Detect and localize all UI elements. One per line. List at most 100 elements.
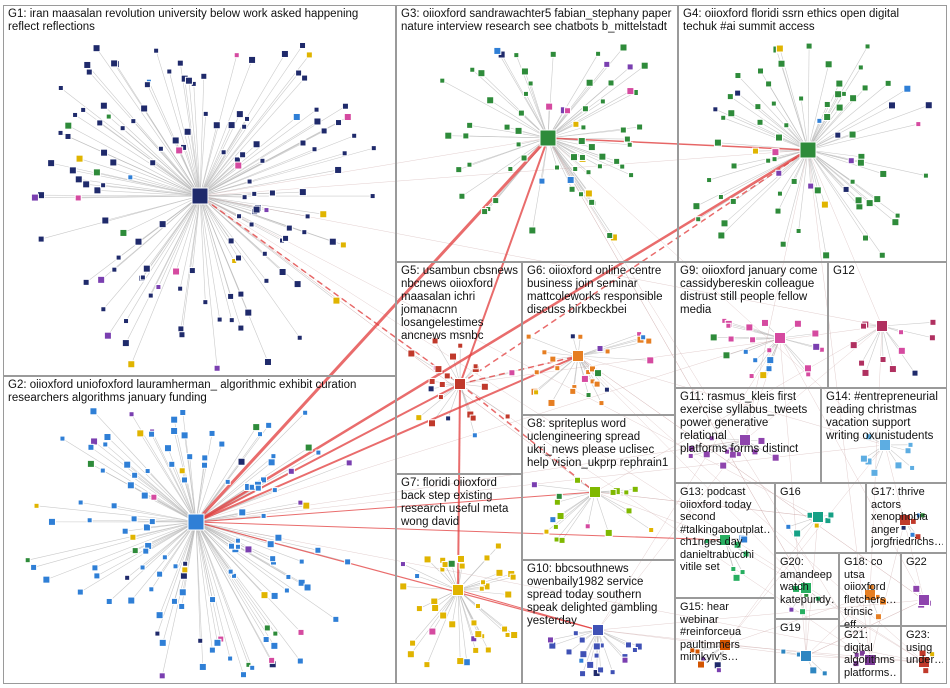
node xyxy=(595,50,602,57)
node xyxy=(227,121,236,130)
node xyxy=(607,79,615,87)
edge xyxy=(869,519,906,661)
node xyxy=(790,177,798,185)
node xyxy=(751,448,759,456)
node xyxy=(142,264,151,273)
node xyxy=(105,597,113,605)
edge xyxy=(547,47,624,139)
edge xyxy=(744,325,883,441)
node xyxy=(822,251,831,260)
node xyxy=(474,630,483,639)
node xyxy=(478,585,485,592)
node xyxy=(538,177,546,185)
node xyxy=(847,157,855,165)
group-box-g7: G7: floridi oiioxford back step existing… xyxy=(396,474,522,684)
node xyxy=(793,319,802,328)
edge xyxy=(881,322,933,327)
node xyxy=(549,355,557,363)
node xyxy=(240,671,248,679)
node-layer xyxy=(24,42,937,680)
node xyxy=(592,642,601,651)
edge xyxy=(547,129,624,139)
node xyxy=(427,385,435,393)
node xyxy=(640,334,647,341)
node xyxy=(522,90,529,97)
edge xyxy=(151,521,197,590)
node xyxy=(64,121,73,130)
node xyxy=(692,202,701,211)
edge xyxy=(861,325,883,364)
group-label: G4: oiioxford floridi ssrn ethics open d… xyxy=(683,8,900,33)
hub-node xyxy=(191,187,209,205)
node xyxy=(127,174,134,181)
node xyxy=(481,208,489,216)
edge xyxy=(195,521,253,668)
node xyxy=(609,669,616,676)
node xyxy=(168,460,176,468)
node xyxy=(528,226,537,235)
node xyxy=(248,221,255,228)
node xyxy=(704,538,711,545)
node xyxy=(834,90,843,99)
edge xyxy=(195,521,288,591)
node xyxy=(909,531,916,538)
node xyxy=(77,499,84,506)
node xyxy=(83,60,92,69)
node xyxy=(713,138,722,147)
node xyxy=(234,161,243,170)
node xyxy=(510,631,519,640)
node xyxy=(437,394,444,401)
edge xyxy=(497,50,549,139)
node xyxy=(458,192,466,200)
node xyxy=(80,106,87,113)
node xyxy=(47,517,56,526)
node xyxy=(599,98,606,105)
node xyxy=(752,357,759,364)
edge xyxy=(547,101,604,139)
node xyxy=(178,588,187,597)
edge xyxy=(807,83,889,151)
node xyxy=(586,660,595,669)
edge xyxy=(724,594,871,646)
node xyxy=(431,604,440,613)
node xyxy=(233,52,240,59)
node xyxy=(574,476,582,484)
node xyxy=(92,44,101,53)
node xyxy=(33,502,40,509)
node xyxy=(241,123,248,130)
node xyxy=(155,284,162,291)
node xyxy=(439,611,448,620)
node xyxy=(604,348,611,355)
edge xyxy=(195,521,925,663)
group-label: G11: rasmus_kleis first exercise syllabu… xyxy=(680,391,808,455)
edge xyxy=(418,383,461,418)
node xyxy=(504,413,511,420)
edge xyxy=(807,98,854,151)
edge xyxy=(195,426,257,523)
edge xyxy=(78,179,201,197)
node xyxy=(42,575,51,584)
edge xyxy=(724,149,809,224)
node xyxy=(474,603,481,610)
node xyxy=(153,47,160,54)
node xyxy=(455,166,463,174)
node xyxy=(771,453,780,462)
node xyxy=(565,648,573,656)
node xyxy=(237,324,245,332)
edge xyxy=(27,521,197,561)
hub-node xyxy=(589,486,601,498)
node xyxy=(742,550,750,558)
node xyxy=(119,228,128,237)
node xyxy=(757,436,766,445)
edge xyxy=(731,112,809,151)
node xyxy=(494,542,502,550)
node xyxy=(110,59,119,68)
node xyxy=(513,52,520,59)
edge xyxy=(130,177,201,197)
edge xyxy=(60,132,201,197)
node xyxy=(241,194,248,201)
edge xyxy=(547,90,631,139)
node xyxy=(369,193,376,200)
node xyxy=(24,557,31,564)
node xyxy=(915,121,922,128)
